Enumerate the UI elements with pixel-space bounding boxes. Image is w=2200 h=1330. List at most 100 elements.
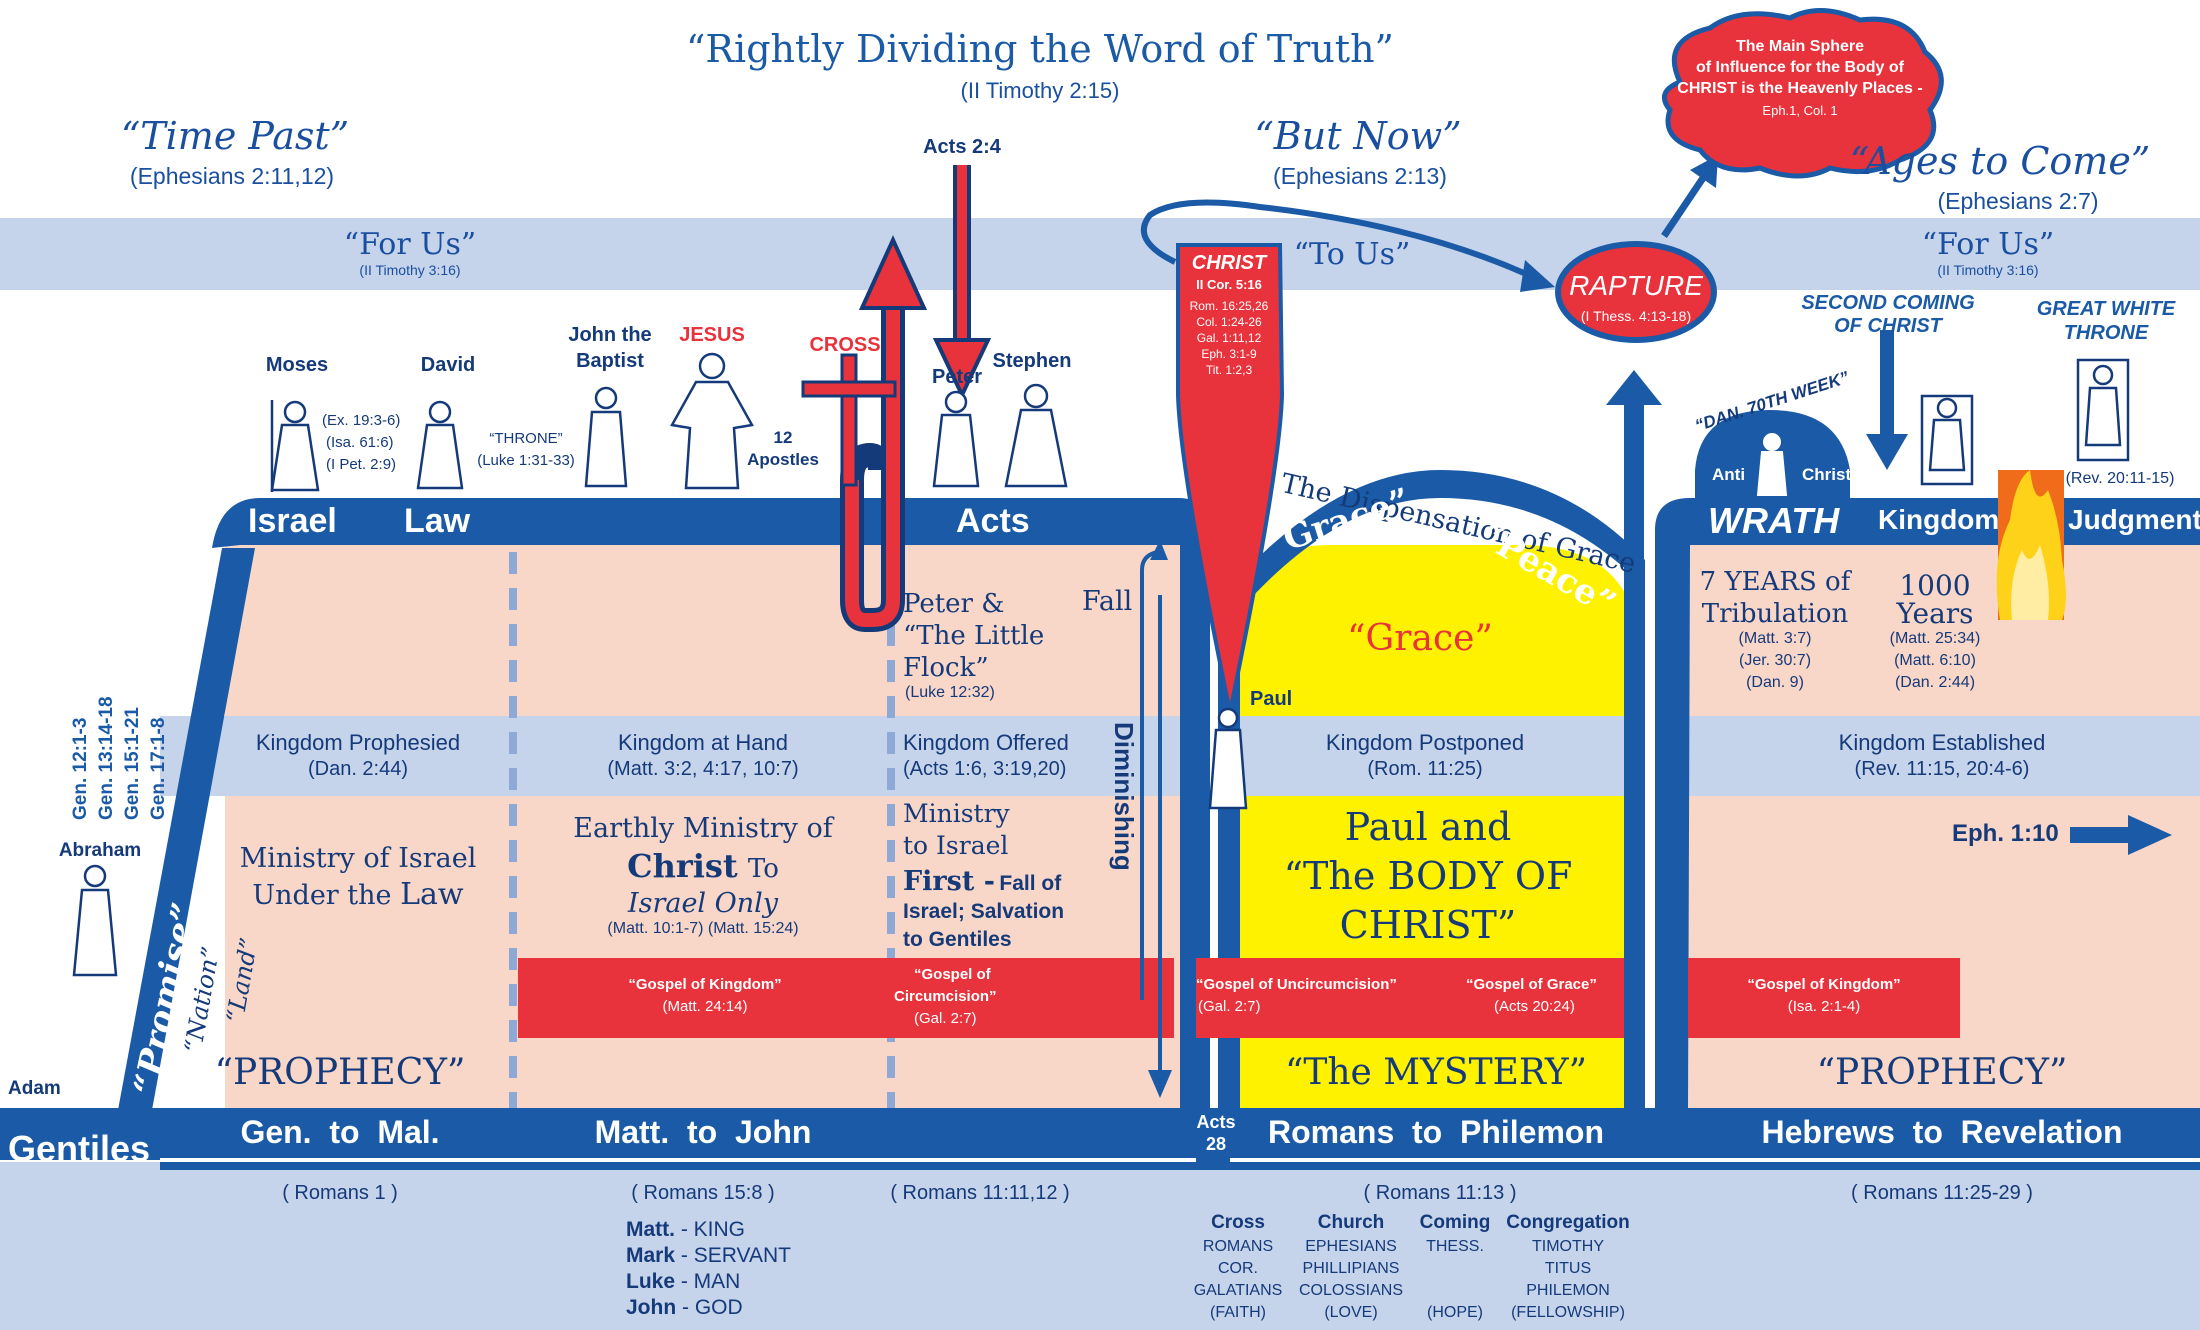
paul-body-2: “The BODY OF [1283, 854, 1573, 898]
cloud-line-1: The Main Sphere [1735, 38, 1865, 55]
label-moses: Moses [265, 354, 329, 376]
gentiles-label: Gentiles [8, 1128, 151, 1169]
fall-label: Fall [1082, 586, 1133, 617]
person-figure-icon-john [584, 386, 628, 488]
person-figure-icon-stephen [1004, 383, 1068, 488]
second-coming-shaft [1880, 330, 1894, 440]
prophecy-left: “PROPHECY” [214, 1052, 466, 1093]
moses-ref: (Isa. 61:6) [326, 434, 394, 451]
label-adam: Adam [8, 1078, 61, 1099]
gospel-bar-center [1196, 958, 1636, 1038]
earthly-ministry-3: Israel Only [627, 888, 779, 919]
kingdom-established-ref: (Rev. 11:15, 20:4-6) [1854, 758, 2030, 780]
label-apostles: Apostles [747, 450, 819, 469]
gospel-uncircumcision: “Gospel of Uncircumcision” [1196, 976, 1397, 993]
book-acts-28: 28 [1205, 1134, 1227, 1154]
peter-flock-2: “The Little [903, 621, 1045, 651]
second-coming-1: SECOND COMING [1801, 292, 1975, 314]
kingdom-at-hand-ref: (Matt. 3:2, 4:17, 10:7) [607, 758, 799, 780]
book-gen-mal: Gen. to Mal. [240, 1114, 440, 1150]
throne-icon-great-white [2076, 358, 2130, 462]
kingdom-offered: Kingdom Offered [903, 730, 1069, 755]
earthly-ministry-2: Christ To [627, 848, 779, 885]
gospel-bar-left [518, 958, 1174, 1038]
grace-center: “Grace” [1347, 618, 1493, 659]
header-kingdom: Kingdom [1878, 504, 2000, 535]
promise-slant-bar [118, 548, 255, 1110]
page-subtitle: (II Timothy 2:15) [960, 78, 1120, 103]
band-for-us-right-ref: (II Timothy 3:16) [1937, 262, 2039, 278]
diminishing-arrow-head [1148, 1070, 1172, 1098]
era-but-now: “But Now” [1254, 114, 1462, 158]
second-coming-head [1866, 434, 1908, 470]
person-figure-icon-jesus [670, 352, 754, 490]
throne-ref: (Luke 1:31-33) [477, 452, 575, 469]
era-ages-to-come-ref: (Ephesians 2:7) [1937, 188, 2099, 214]
label-abraham: Abraham [58, 840, 142, 861]
rapture-oval [1555, 241, 1717, 343]
gospel-kingdom-left: “Gospel of Kingdom” [628, 976, 782, 993]
kingdom-row-left [160, 716, 1200, 796]
gentiles-white-line [160, 1158, 2200, 1162]
eph-arrow-head [2128, 815, 2172, 855]
epistle-line: PHILLIPIANS [1302, 1260, 1400, 1277]
gospel-bar-right [1688, 958, 1960, 1038]
acts-ministry-2: to Israel [903, 831, 1009, 860]
christ-drop-ref: Rom. 16:25,26 [1189, 299, 1269, 313]
genesis-ref: Gen. 15:1-21 [122, 707, 143, 820]
eph-label: Eph. 1:10 [1952, 820, 2059, 847]
thousand-ref: (Dan. 2:44) [1894, 674, 1976, 691]
gospel-kingdom-left-ref: (Matt. 24:14) [662, 998, 748, 1015]
epistle-line: PHILEMON [1526, 1282, 1610, 1299]
grace-dome-outline [1218, 470, 1645, 1110]
gospel-book: Matt. [626, 1218, 675, 1241]
label-john-2: Baptist [576, 350, 644, 372]
thousand-2: Years [1896, 597, 1974, 630]
gwt-1: GREAT WHITE [2036, 298, 2176, 320]
band-for-us-left-ref: (II Timothy 3:16) [359, 262, 461, 278]
rapture-ref: (I Thess. 4:13-18) [1580, 308, 1692, 324]
tribulation-ref: (Matt. 3:7) [1738, 630, 1812, 647]
paul-body-3: CHRIST” [1339, 903, 1517, 947]
person-figure-icon-paul [1208, 707, 1248, 810]
kingdom-row-right [1685, 716, 2200, 796]
peter-flock-1: Peter & [903, 589, 1005, 619]
to-us-arrow [1140, 199, 1537, 281]
epistle-line: (FELLOWSHIP) [1511, 1304, 1625, 1321]
era-ages-to-come: “Ages to Come” [1849, 139, 2151, 183]
christ-drop-title: CHRIST [1191, 252, 1267, 274]
christ-drop-ref: Tit. 1:2,3 [1205, 363, 1253, 377]
peter-flock-ref: (Luke 12:32) [905, 684, 995, 701]
kingdom-established: Kingdom Established [1838, 730, 2046, 755]
rapture-up-shaft [1624, 400, 1644, 1112]
kingdom-postponed: Kingdom Postponed [1325, 730, 1525, 755]
christ-drop-ref1: II Cor. 5:16 [1196, 277, 1262, 292]
epistle-line: (LOVE) [1324, 1304, 1378, 1321]
gospel-circumcision-2: Circumcision” [894, 988, 997, 1005]
cross-icon-bar [801, 380, 897, 398]
gospel-book-role: - GOD [682, 1296, 743, 1319]
rapture-up-head [1606, 370, 1662, 405]
ministry-israel-under: Under the [252, 880, 392, 911]
gospel-book-role: - SERVANT [680, 1244, 791, 1267]
label-david: David [420, 354, 476, 376]
christ-drop-ref: Gal. 1:11,12 [1196, 331, 1262, 345]
epistle-head: Cross [1211, 1212, 1265, 1233]
bottom-ref: ( Romans 11:25-29 ) [1851, 1182, 2033, 1204]
gwt-2: THRONE [2063, 322, 2149, 344]
throne-icon-second-coming [1920, 394, 1974, 486]
gospel-grace-ref: (Acts 20:24) [1494, 998, 1575, 1015]
band-for-us-right: “For Us” [1921, 227, 2055, 262]
christ-drop-ref: Eph. 3:1-9 [1201, 347, 1257, 361]
gospel-uncircumcision-ref: (Gal. 2:7) [1198, 998, 1261, 1015]
band-to-us: “To Us” [1293, 237, 1411, 272]
epistle-line: EPHESIANS [1305, 1238, 1397, 1255]
header-acts: Acts [956, 502, 1030, 540]
thousand-1: 1000 [1899, 569, 1971, 602]
ministry-israel-law: Law [400, 877, 464, 912]
gospel-book-row: Luke - MAN [626, 1270, 740, 1294]
acts-ministry-5: to Gentiles [903, 928, 1012, 951]
moses-ref: (Ex. 19:3-6) [322, 412, 401, 429]
acts-fall: Fall of [999, 872, 1062, 895]
